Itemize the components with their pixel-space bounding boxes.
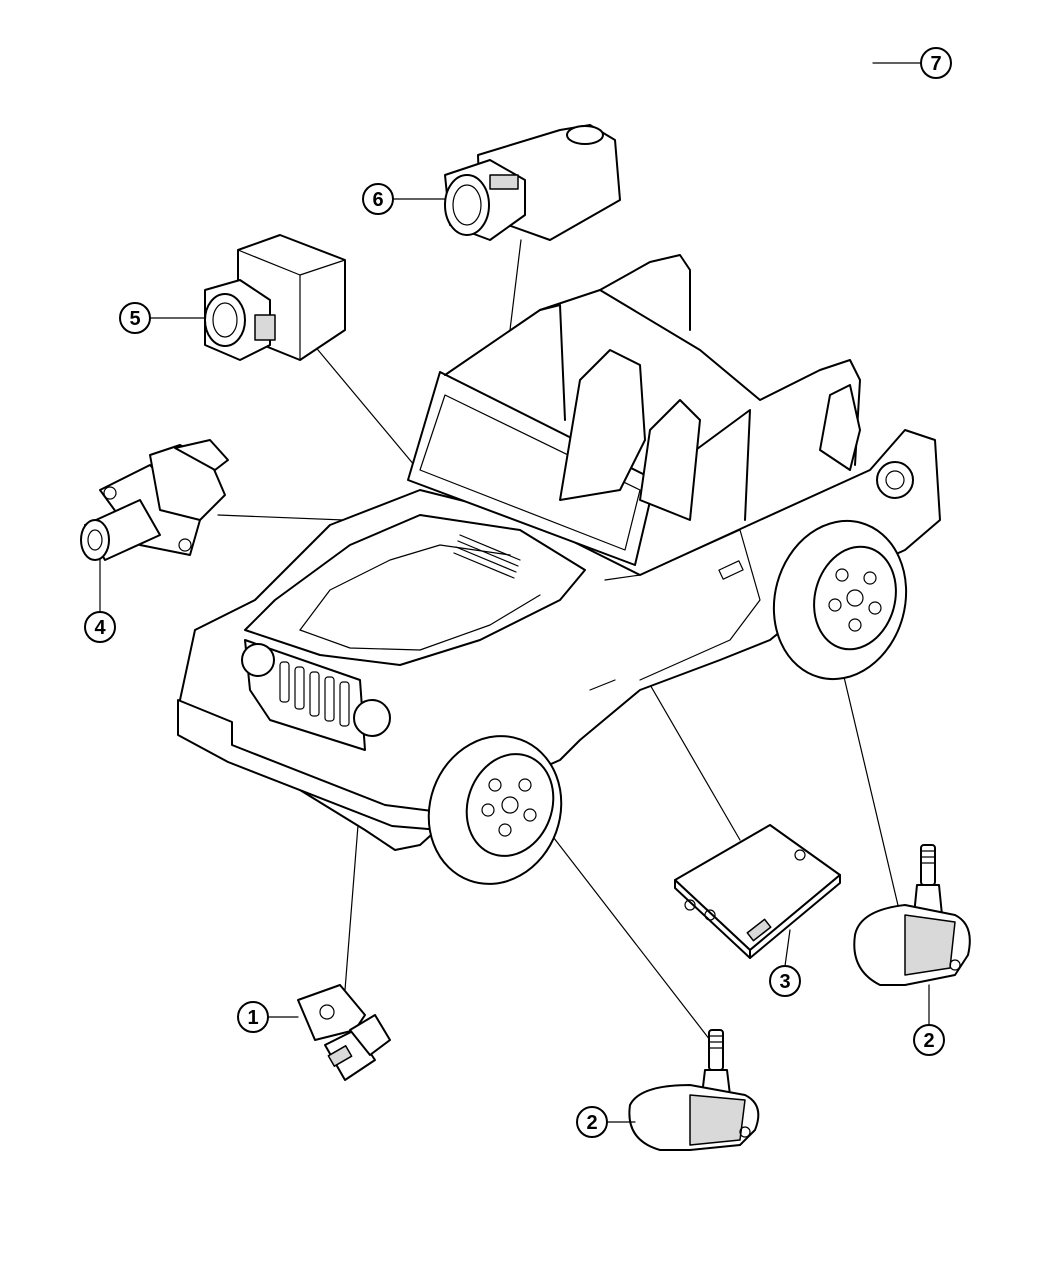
callout-6: 6 — [362, 183, 394, 215]
callout-4-label: 4 — [94, 617, 106, 639]
callout-2-left: 2 — [576, 1106, 608, 1138]
callout-5-label: 5 — [129, 308, 140, 330]
callout-1-label: 1 — [247, 1007, 258, 1029]
module-part-3 — [674, 824, 841, 959]
sensor-part-1 — [297, 984, 391, 1081]
tpms-sensor-part-2-right — [853, 844, 971, 986]
callout-7: 7 — [920, 47, 952, 79]
callout-3: 3 — [769, 965, 801, 997]
callout-1: 1 — [237, 1001, 269, 1033]
callout-leaders — [149, 198, 930, 1123]
callout-2-right: 2 — [913, 1024, 945, 1056]
callout-3-label: 3 — [779, 971, 790, 993]
callout-5: 5 — [119, 302, 151, 334]
impact-sensor-part-6 — [444, 124, 621, 241]
module-part-5 — [204, 234, 346, 361]
sensor-part-4 — [80, 439, 229, 613]
callout-7-label: 7 — [930, 53, 941, 75]
jeep-vehicle-illustration — [177, 254, 941, 885]
callout-2-left-label: 2 — [586, 1112, 597, 1134]
callout-4: 4 — [84, 611, 116, 643]
callout-2-right-label: 2 — [923, 1030, 934, 1052]
callout-6-label: 6 — [372, 189, 383, 211]
tpms-sensor-part-2-left — [628, 1029, 760, 1151]
